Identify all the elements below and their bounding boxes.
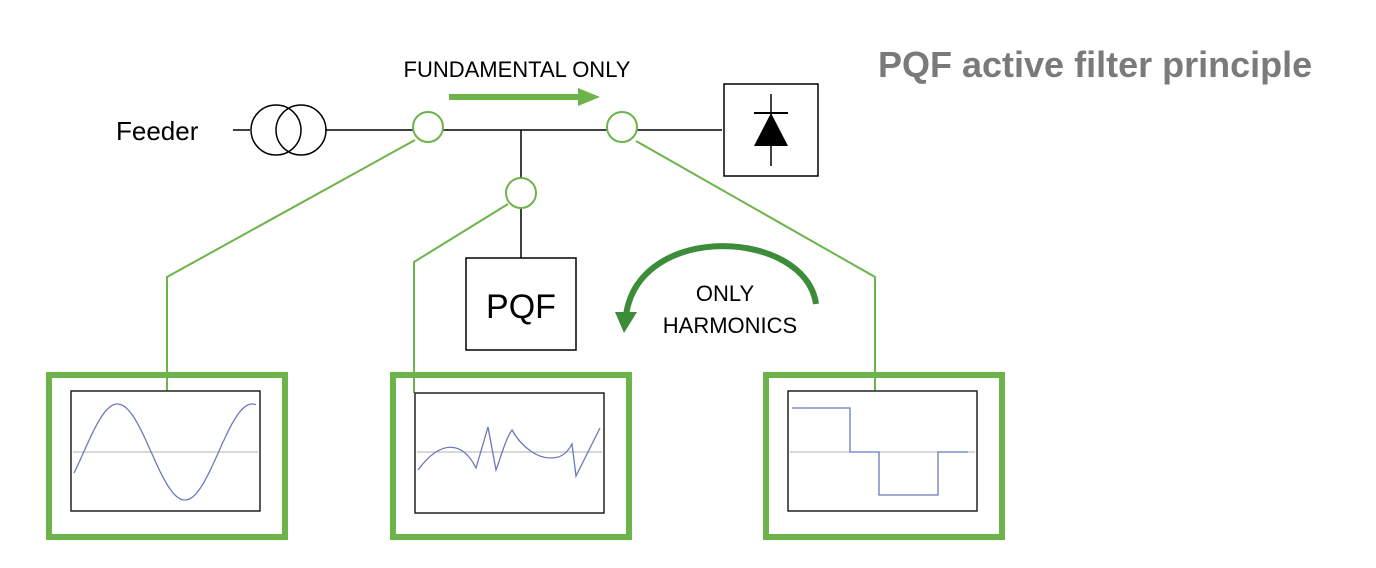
only-label: ONLY	[696, 281, 755, 306]
transformer-icon	[250, 104, 327, 156]
scope-panel-square	[763, 372, 1005, 540]
sensor-pqf	[505, 177, 537, 209]
diagram-title: PQF active filter principle	[878, 44, 1313, 85]
feeder-label: Feeder	[116, 116, 199, 146]
leader-feeder	[166, 139, 416, 393]
fundamental-arrow-icon	[449, 88, 600, 106]
leader-pqf	[413, 203, 509, 393]
leader-load	[635, 140, 876, 393]
harmonics-label: HARMONICS	[663, 313, 797, 338]
harmonic-waveform	[417, 426, 601, 479]
square-waveform	[792, 407, 968, 496]
pqf-box	[465, 257, 577, 351]
scope-panel-harmonics	[390, 372, 632, 540]
diode-icon	[754, 113, 788, 146]
sine-waveform	[73, 403, 257, 501]
fundamental-only-label: FUNDAMENTAL ONLY	[404, 57, 631, 82]
sensor-load	[606, 111, 638, 143]
rectifier-load	[723, 83, 819, 177]
harmonics-arrow-icon	[615, 243, 819, 333]
sensor-feeder	[412, 111, 444, 143]
scope-panel-sine	[46, 372, 288, 540]
pqf-label: PQF	[486, 288, 556, 326]
